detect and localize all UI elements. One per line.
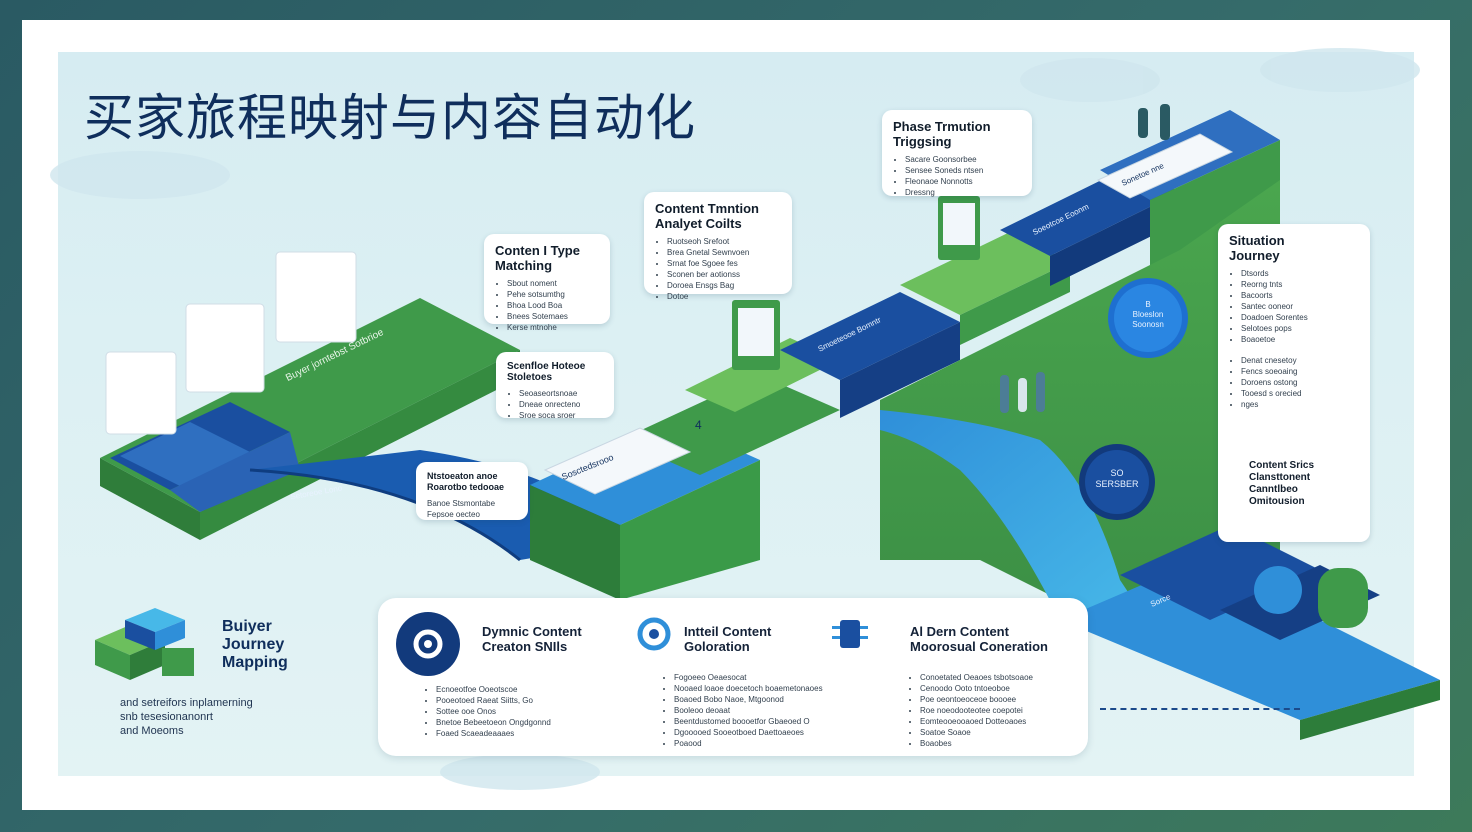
people-icons xyxy=(1000,104,1170,413)
callout-situation-journey-line: Selotoes pops xyxy=(1241,323,1311,334)
feature-item: Boaoed Bobo Naoe, Mtgoonod xyxy=(674,694,874,705)
callout-transition-analysis-line: Ruotseoh Srefoot xyxy=(667,236,781,247)
callout-situation-journey-heading: Situation Journey xyxy=(1229,233,1285,263)
callout-phase-transition: Phase Trmution Triggsing Sacare Goonsorb… xyxy=(882,110,1032,198)
upper-circle-badge xyxy=(1108,278,1188,358)
legend-description: and setreifors inplamerning snb tesesion… xyxy=(120,697,253,737)
feature-item: Cenoodo Ooto tntoeoboe xyxy=(920,683,1090,694)
callout-transition-analysis-line: Doroea Ensgs Bag xyxy=(667,280,781,291)
callout-situation-journey-more-line: Denat cnesetoy xyxy=(1241,355,1321,366)
feature-item: Foaed Scaeadeaaaes xyxy=(436,728,616,739)
block-cards xyxy=(543,133,1234,495)
callout-situation-journey-line: Reorng tnts xyxy=(1241,279,1311,290)
feature-title: Al Dern Content Moorosual Coneration xyxy=(910,624,1048,654)
callout-notification-line: Fepsoe oecteo xyxy=(427,510,480,519)
callout-situation-journey-line: Dtsords xyxy=(1241,268,1311,279)
bottom-right-icons xyxy=(1254,566,1368,628)
feature-item: Poe oeontoeoceoe boooee xyxy=(920,694,1090,705)
feature-item: Pooeotoed Raeat Siitts, Go xyxy=(436,695,616,706)
dashed-connector xyxy=(1100,708,1300,710)
callout-scenario-steps-heading: Scenfloe Hoteoe Stoletoes xyxy=(507,361,586,383)
feature-title: Intteil Content Goloration xyxy=(684,624,772,654)
callout-situation-journey-more-line: nges xyxy=(1241,399,1321,410)
callout-situation-journey: Situation Journey Dtsords Reorng tnts Ba… xyxy=(1218,224,1370,542)
callout-content-type-heading: Conten I Type Matching xyxy=(495,243,580,273)
callout-notification-line: Banoe Stsmontabe xyxy=(427,499,496,508)
callout-transition-analysis-line: Dotoe xyxy=(667,291,781,302)
callout-scenario-steps-line: Sroe soca sroer xyxy=(519,410,603,421)
feature-item: Booleoo deoaat xyxy=(674,705,874,716)
feature-title: Dymnic Content Creaton SNIls xyxy=(482,624,582,654)
feature-item: Ecnoeotfoe Ooeotscoe xyxy=(436,684,616,695)
feature-item: Beentdustomed boooetfor Gbaeoed O xyxy=(674,716,874,727)
left-speech-bubbles xyxy=(105,251,357,435)
callout-phase-transition-line: Sensee Soneds ntsen xyxy=(905,165,1021,176)
feature-item: Boaobes xyxy=(920,738,1090,749)
feature-item: Eomteooeooaoed Dotteoaoes xyxy=(920,716,1090,727)
left-platform xyxy=(100,298,520,540)
circuit-icon xyxy=(830,614,870,654)
right-circle-badge xyxy=(1079,444,1155,520)
callout-situation-journey-more-line: Doroens ostong xyxy=(1241,377,1321,388)
feature-item: Conoetated Oeaoes tsbotsoaoe xyxy=(920,672,1090,683)
callout-transition-analysis-line: Sconen ber aotionss xyxy=(667,269,781,280)
upper-circle-badge-text: B Bloeslon Soonosn xyxy=(1132,300,1164,329)
callout-content-type-line: Sbout noment xyxy=(507,278,599,289)
callout-scenario-steps-line: Dneae onrecteno xyxy=(519,399,603,410)
features-panel: Dymnic Content Creaton SNIls Ecnoeotfoe … xyxy=(378,598,1088,756)
gear-icon xyxy=(396,612,460,676)
callout-transition-analysis-line: Srnat foe Sgoee fes xyxy=(667,258,781,269)
callout-content-type-line: Bnees Sotemaes xyxy=(507,311,599,322)
callout-situation-journey-more-line: Tooesd s orecied xyxy=(1241,388,1321,399)
callout-situation-journey-more-line: Fencs soeoaing xyxy=(1241,366,1321,377)
callout-content-sites-heading: Content Srics Clansttonent Canntlbeo Omi… xyxy=(1249,460,1315,507)
stage-label: 4 xyxy=(695,418,702,432)
feature-item: Soatoe Soaoe xyxy=(920,727,1090,738)
refresh-gear-icon xyxy=(634,614,674,654)
callout-phase-transition-line: Dressng xyxy=(905,187,1021,198)
clouds xyxy=(50,48,1420,790)
callout-content-type-line: Kerse mtnohe xyxy=(507,322,599,333)
callout-notification: Ntstoeaton anoe Roarotbo tedooae Banoe S… xyxy=(416,462,528,520)
feature-item: Bnetoe Bebeetoeon Ongdgonnd xyxy=(436,717,616,728)
callout-content-type-line: Pehe sotsumthg xyxy=(507,289,599,300)
feature-item: Dgooooed Sooeotboed Daettoaeoes xyxy=(674,727,874,738)
callout-content-type-line: Bhoa Lood Boa xyxy=(507,300,599,311)
feature-item: Roe noeodooteotee coepotei xyxy=(920,705,1090,716)
callout-content-type: Conten I Type Matching Sbout noment Pehe… xyxy=(484,234,610,332)
right-circle-badge-text: SO SERSBER xyxy=(1095,468,1139,489)
legend-cubes-icon xyxy=(95,608,194,680)
callout-situation-journey-line: Boaoetoe xyxy=(1241,334,1311,345)
callout-scenario-steps-line: Seoaseortsnoae xyxy=(519,388,603,399)
feature-item: Sottee ooe Onos xyxy=(436,706,616,717)
callout-phase-transition-heading: Phase Trmution Triggsing xyxy=(893,119,991,149)
callout-scenario-steps: Scenfloe Hoteoe Stoletoes Seoaseortsnoae… xyxy=(496,352,614,421)
callout-situation-journey-line: Doadoen Sorentes xyxy=(1241,312,1311,323)
page-title: 买家旅程映射与内容自动化 xyxy=(84,89,696,147)
callout-transition-analysis-line: Brea Gnetal Sewnvoen xyxy=(667,247,781,258)
callout-phase-transition-line: Fleonaoe Nonnotts xyxy=(905,176,1021,187)
callout-transition-analysis: Content Tmntion Analyet Coilts Ruotseoh … xyxy=(644,192,792,301)
monitor-icons xyxy=(732,196,980,370)
feature-item: Fogoeeo Oeaesocat xyxy=(674,672,874,683)
feature-item: Poaood xyxy=(674,738,874,749)
callout-situation-journey-line: Bacoorts xyxy=(1241,290,1311,301)
callout-situation-journey-line: Santec ooneor xyxy=(1241,301,1311,312)
callout-notification-heading: Ntstoeaton anoe Roarotbo tedooae xyxy=(427,471,505,492)
legend-title: Buiyer Journey Mapping xyxy=(222,618,288,671)
callout-transition-analysis-heading: Content Tmntion Analyet Coilts xyxy=(655,201,759,231)
feature-item: Nooaed loaoe doecetoch boaemetonaoes xyxy=(674,683,874,694)
callout-phase-transition-line: Sacare Goonsorbee xyxy=(905,154,1021,165)
